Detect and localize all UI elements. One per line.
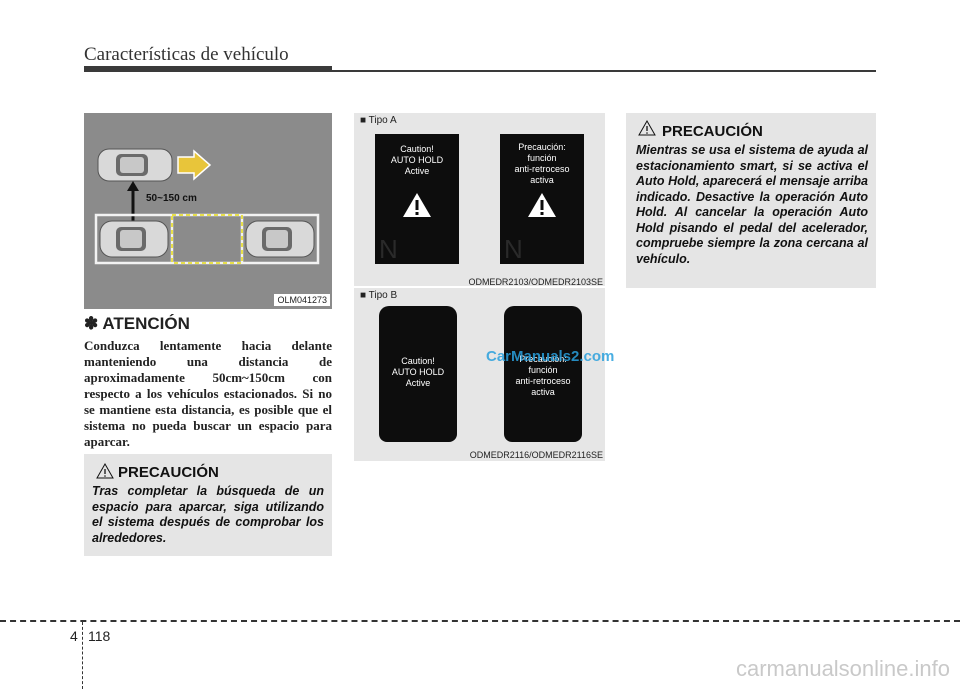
tipo-a-panel: ■ Tipo A Caution! AUTO HOLD Active N Pre… bbox=[354, 113, 605, 287]
direction-arrow-icon bbox=[177, 149, 212, 181]
page-header-title: Características de vehículo bbox=[84, 44, 289, 65]
empty-parking-bay bbox=[171, 214, 243, 264]
tipo-b-label: ■ Tipo B bbox=[360, 290, 398, 301]
tipo-a-code: ODMEDR2103/ODMEDR2103SE bbox=[468, 277, 603, 287]
caution-body: Mientras se usa el sistema de ayuda al e… bbox=[636, 143, 868, 266]
page-number: 118 bbox=[88, 628, 111, 644]
cluster-display-es: Precaución: función anti-retroceso activ… bbox=[500, 134, 584, 264]
footer-divider bbox=[82, 622, 83, 689]
cluster-display-en: Caution! AUTO HOLD Active N bbox=[375, 134, 459, 264]
tipo-b-code: ODMEDR2116/ODMEDR2116SE bbox=[469, 450, 603, 460]
caution-body: Tras completar la búsqueda de un espacio… bbox=[92, 484, 324, 545]
caution-box-left: PRECAUCIÓN Tras completar la búsqueda de… bbox=[84, 454, 332, 556]
distance-label: 50~150 cm bbox=[146, 193, 197, 204]
chapter-number: 4 bbox=[70, 628, 78, 644]
cluster-display-es: Precaución: función anti-retroceso activ… bbox=[504, 306, 582, 442]
site-watermark: carmanualsonline.info bbox=[735, 656, 950, 681]
warning-triangle-icon bbox=[403, 193, 431, 217]
cluster-display-en: Caution! AUTO HOLD Active bbox=[379, 306, 457, 442]
warning-triangle-icon bbox=[528, 193, 556, 217]
gear-indicator-graphic: N bbox=[504, 234, 523, 264]
figure-code: OLM041273 bbox=[274, 294, 330, 306]
header-rule-thin bbox=[84, 70, 876, 72]
attention-title: ✽ ATENCIÓN bbox=[84, 314, 190, 333]
warning-triangle-icon bbox=[638, 120, 656, 136]
attention-body: Conduzca lentamente hacia delante manten… bbox=[84, 338, 332, 449]
header-rule-thick bbox=[84, 66, 332, 72]
gear-indicator-graphic: N bbox=[379, 234, 398, 264]
moving-car-icon bbox=[97, 148, 173, 182]
tipo-a-label: ■ Tipo A bbox=[360, 115, 397, 126]
parking-illustration: 50~150 cm OLM041273 bbox=[84, 113, 332, 309]
footer-rule bbox=[0, 620, 960, 622]
overlay-watermark: CarManuals2.com bbox=[486, 348, 615, 365]
caution-title: PRECAUCIÓN bbox=[118, 464, 219, 481]
warning-triangle-icon bbox=[96, 463, 114, 479]
tipo-b-panel: ■ Tipo B Caution! AUTO HOLD Active Preca… bbox=[354, 288, 605, 461]
caution-box-right: PRECAUCIÓN Mientras se usa el sistema de… bbox=[626, 113, 876, 288]
parked-car-right-icon bbox=[245, 220, 315, 258]
parking-diagram-svg bbox=[94, 148, 320, 265]
caution-title: PRECAUCIÓN bbox=[662, 123, 763, 140]
parked-car-left-icon bbox=[99, 220, 169, 258]
